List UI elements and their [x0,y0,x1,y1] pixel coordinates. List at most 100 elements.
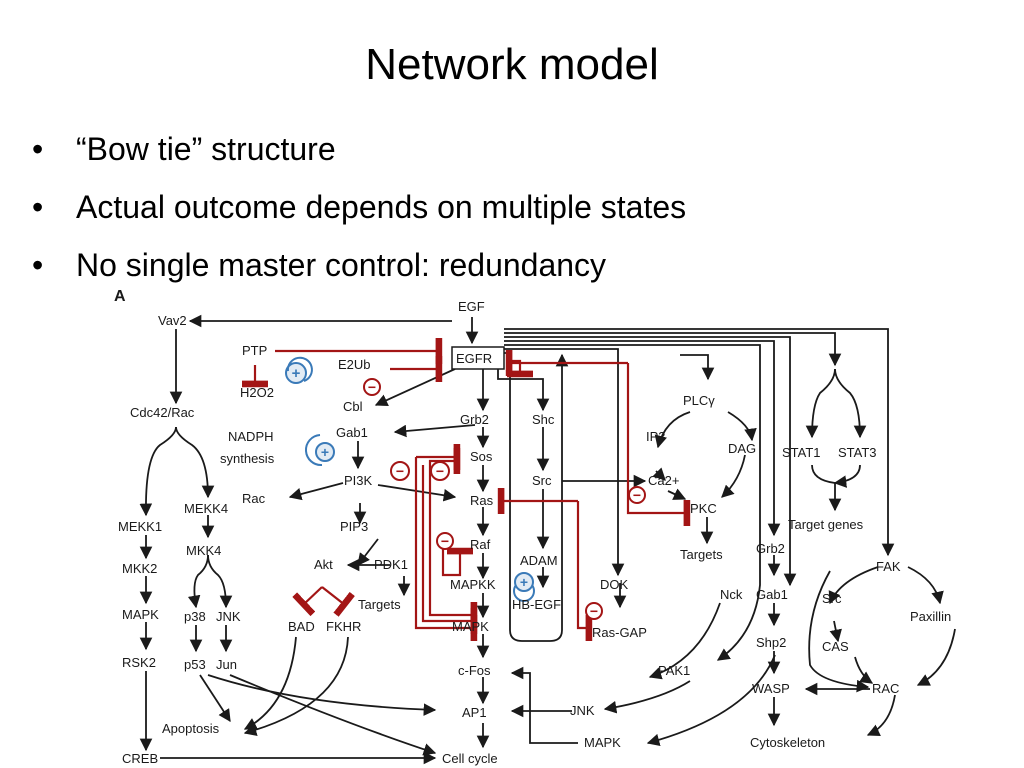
bullet-item: • No single master control: redundancy [32,236,686,294]
node-p53: p53 [184,657,206,672]
node-shp2: Shp2 [756,635,786,650]
node-egfr: EGFR [456,351,492,366]
node-nadph: NADPH [228,429,274,444]
node-hbegf: HB-EGF [512,597,561,612]
bullet-text: No single master control: redundancy [76,247,607,283]
feedback-sign-circle [514,572,534,592]
node-akt: Akt [314,557,333,572]
plus-sign: + [520,574,528,590]
node-e2ub: E2Ub [338,357,371,372]
node-stat1: STAT1 [782,445,821,460]
minus-sign: − [441,533,449,549]
bullet-text: “Bow tie” structure [76,131,336,167]
node-pip3: PIP3 [340,519,368,534]
node-grb2-right: Grb2 [756,541,785,556]
node-pi3k: PI3K [344,473,373,488]
minus-sign: − [396,463,404,479]
node-target-genes: Target genes [788,517,864,532]
panel-label: A [114,288,126,305]
node-mapk-mid: MAPK [452,619,489,634]
node-cdc42rac: Cdc42/Rac [130,405,195,420]
node-raf: Raf [470,537,491,552]
inhibition-sign-circle [628,486,646,504]
node-wasp: WASP [752,681,790,696]
node-vav2: Vav2 [158,313,187,328]
bullet-text: Actual outcome depends on multiple state… [76,189,687,225]
egfr-box [451,346,505,370]
activation-edges [139,314,956,765]
node-apoptosis: Apoptosis [162,721,220,736]
feedback-sign-circle [285,362,307,384]
node-bad: BAD [288,619,315,634]
slide-title: Network model [365,40,659,89]
node-pak1: PAK1 [658,663,690,678]
node-grb2: Grb2 [460,412,489,427]
node-rac-right: RAC [872,681,899,696]
node-jnk-bottom: JNK [570,703,595,718]
bullet-dot: • [32,247,44,283]
node-ip3: IP3 [646,429,666,444]
inhibition-sign-circle [585,602,603,620]
network-diagram: + + + − − − − − − A EGF EGFR Vav2 PTP E2… [114,288,956,766]
node-rac-left: Rac [242,491,266,506]
node-sos: Sos [470,449,493,464]
node-mekk1: MEKK1 [118,519,162,534]
node-cytoskeleton: Cytoskeleton [750,735,825,750]
inhibition-edges [241,337,691,642]
node-mkk2: MKK2 [122,561,157,576]
node-rsk2: RSK2 [122,655,156,670]
minus-sign: − [633,487,641,503]
plus-sign: + [321,444,329,460]
minus-sign: − [436,463,444,479]
node-mapkk: MAPKK [450,577,496,592]
node-stat3: STAT3 [838,445,877,460]
node-adam: ADAM [520,553,558,568]
plus-sign: + [292,365,301,382]
node-ptp: PTP [242,343,267,358]
node-gab1: Gab1 [336,425,368,440]
node-creb: CREB [122,751,158,766]
node-ap1: AP1 [462,705,487,720]
bullet-dot: • [32,131,44,167]
bullet-list: • “Bow tie” structure • Actual outcome dep… [32,120,686,294]
node-mekk4: MEKK4 [184,501,228,516]
node-jnk-top: JNK [216,609,241,624]
feedback-loops [286,356,535,602]
node-dag: DAG [728,441,756,456]
bullet-dot: • [32,189,44,225]
node-src-mid: Src [532,473,552,488]
node-plcg: PLCγ [683,393,715,408]
inhibition-sign-circle [363,378,381,396]
node-mkk4: MKK4 [186,543,221,558]
node-h2o2: H2O2 [240,385,274,400]
node-fkhr: FKHR [326,619,361,634]
node-mapk-bottom: MAPK [584,735,621,750]
minus-sign: − [368,379,376,395]
node-egf: EGF [458,299,485,314]
node-pkc: PKC [690,501,717,516]
bullet-item: • Actual outcome depends on multiple stat… [32,178,686,236]
node-pdk1: PDK1 [374,557,408,572]
node-mapk-left: MAPK [122,607,159,622]
node-cbl: Cbl [343,399,363,414]
node-gab1-right: Gab1 [756,587,788,602]
node-cfos: c-Fos [458,663,491,678]
node-ras: Ras [470,493,494,508]
bullet-item: • “Bow tie” structure [32,120,686,178]
node-targets-pdk1: Targets [358,597,401,612]
sign-badges: + + + − − − − − − [285,362,646,620]
node-ca: Ca2+ [648,473,679,488]
inhibition-sign-circle [430,461,450,481]
minus-sign: − [590,603,598,619]
node-paxillin: Paxillin [910,609,951,624]
node-rasgap: Ras-GAP [592,625,647,640]
node-nck: Nck [720,587,743,602]
node-synthesis: synthesis [220,451,275,466]
node-p38: p38 [184,609,206,624]
node-fak: FAK [876,559,901,574]
node-jun: Jun [216,657,237,672]
node-targets-pkc: Targets [680,547,723,562]
inhibition-sign-circle [390,461,410,481]
node-src-right: Src [822,591,842,606]
node-cas: CAS [822,639,849,654]
